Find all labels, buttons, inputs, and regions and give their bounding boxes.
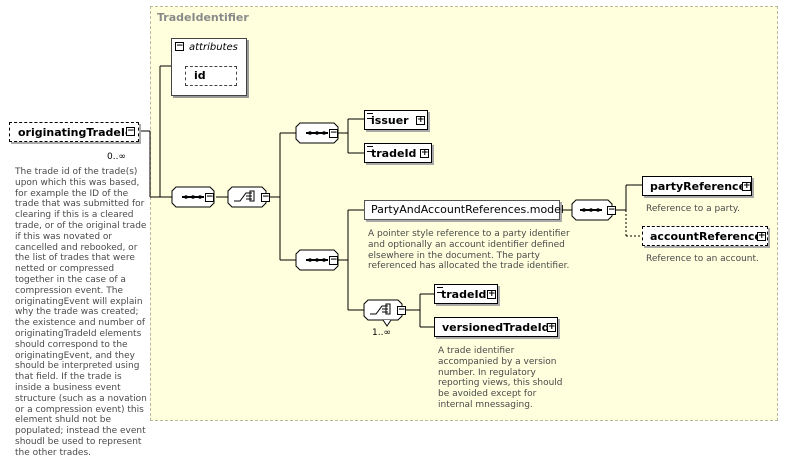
group-PartyAndAccountReferences[interactable]: PartyAndAccountReferences.model [364,200,564,220]
expand-icon[interactable]: + [742,181,751,191]
versionedTradeId-description-line: reporting views, this should [438,378,563,389]
versionedTradeId-description-line: internal mnessaging. [438,399,533,410]
element-versionedTradeId-label: versionedTradeId [442,321,550,334]
element-versionedTradeId[interactable]: versionedTradeId [434,317,558,337]
group-description-line: and optionally an account identifier def… [368,239,565,250]
collapse-icon[interactable]: − [397,305,406,315]
root-description-line: trade that was submitted for [15,199,145,210]
element-tradeId-bottom[interactable]: tradeId [434,284,498,304]
text-content-icon [367,146,373,152]
collapse-icon[interactable]: − [607,205,616,215]
root-description-line: element shuld not be [15,415,111,426]
root-description-line: netted or compressed [15,264,115,275]
root-description-line: clearing if this is a cleared [15,210,134,221]
element-accountReference-label: accountReference [650,230,762,243]
root-description-line: or a compression event) this [15,404,144,415]
text-content-icon [367,113,373,119]
text-content-icon [437,287,443,293]
root-description-line: originatingEvent will explain [15,296,143,307]
root-description-line: for example the ID of the [15,188,129,199]
root-description-line: The trade id of the trade(s) [15,167,138,177]
root-cardinality: 0..∞ [107,152,126,162]
expand-icon[interactable]: + [420,148,429,158]
expand-icon[interactable]: + [757,231,766,241]
root-description-line: upon which this was based, [15,177,140,188]
root-description-line: cancelled and rebooked, or [15,242,138,253]
type-title: TradeIdentifier [157,11,249,24]
choice-compositor-icon [227,186,403,321]
root-description-line: together in the case of a [15,274,126,285]
versionedTradeId-description-line: A trade identifier [438,346,515,356]
attribute-id[interactable]: id [185,66,237,86]
root-description-line: that field. If the trade is [15,372,122,383]
versionedTradeId-description-line: be avoided except for [438,389,537,400]
expand-icon[interactable]: + [547,322,556,332]
element-issuer[interactable]: issuer [364,110,428,130]
element-partyReference[interactable]: partyReference [642,176,752,196]
element-accountReference[interactable]: accountReference [642,226,768,246]
collapse-icon[interactable]: − [126,126,135,136]
root-description-line: should correspond to the [15,339,128,350]
root-description-line: the existence and number of [15,318,146,329]
root-description-line: shoudl be used to represent [15,436,142,447]
root-element-originatingTradeId[interactable]: originatingTradeId [9,122,139,142]
root-description-line: inside a business event [15,382,121,393]
root-description-line: trade, or of the original trade [15,220,147,231]
accountReference-description: Reference to an account. [646,254,759,264]
expand-icon[interactable]: + [416,115,425,125]
root-description-line: originatingTradeId elements [15,328,142,339]
root-description-line: structure (such as a novation [15,393,147,404]
expand-icon[interactable]: + [487,289,496,299]
partyReference-description: Reference to a party. [646,204,740,214]
group-description-line: A pointer style reference to a party ide… [368,229,570,239]
root-description-line: the other trades. [15,447,92,458]
versionedTradeId-description-line: number. In regulatory [438,367,536,378]
root-description-line: if this was novated or [15,231,113,242]
element-partyReference-label: partyReference [650,180,747,193]
collapse-icon[interactable]: − [261,192,270,202]
attributes-label: attributes [189,42,238,53]
root-description-line: compression event. The [15,285,124,296]
collapse-icon[interactable]: − [329,128,338,138]
choice-cardinality: 1..∞ [372,328,391,338]
root-description-line: the list of trades that were [15,253,135,264]
element-tradeId-bottom-label: tradeId [441,288,487,301]
root-description-line: populated; instead the event [15,426,146,437]
versionedTradeId-description-line: accompanied by a version [438,356,557,367]
root-description-line: why the trade was created; [15,307,139,318]
element-tradeId[interactable]: tradeId [364,143,432,163]
group-description-line: elsewhere in the document. The party [368,250,540,261]
element-tradeId-label: tradeId [371,147,417,160]
collapse-icon[interactable]: − [175,41,184,51]
root-description: The trade id of the trade(s)upon which t… [15,167,150,459]
element-issuer-label: issuer [371,114,409,127]
root-description-line: should be interpreted using [15,361,140,372]
group-description-line: referenced has allocated the trade ident… [368,261,570,272]
root-description-line: originatingEvent, and they [15,350,135,361]
group-description: A pointer style reference to a party ide… [368,229,578,272]
collapse-icon[interactable]: − [329,255,338,265]
root-element-label: originatingTradeId [18,126,133,139]
sequence-dots [182,131,602,262]
collapse-icon[interactable]: − [205,192,214,202]
